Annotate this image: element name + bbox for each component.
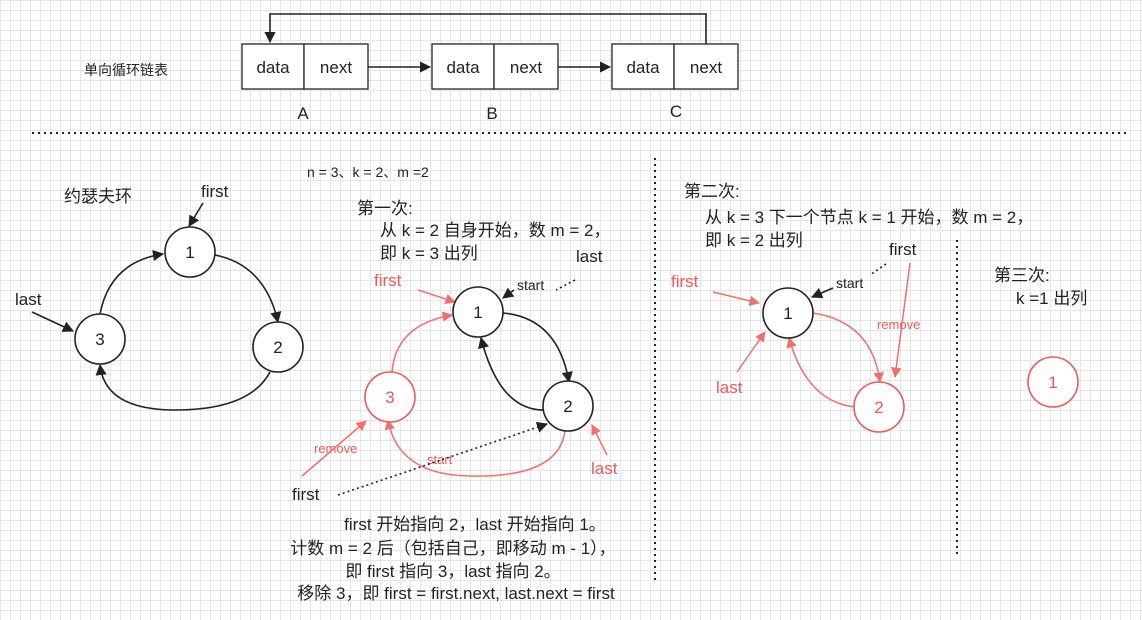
linked-list-title: 单向循环链表 bbox=[84, 62, 168, 78]
step1-red-edge-3-1 bbox=[391, 311, 454, 374]
step1-note-line4: 移除 3，即 first = first.next, last.next = f… bbox=[297, 584, 615, 603]
step1-node-3-removed bbox=[364, 371, 416, 423]
step2-node-1-label: 1 bbox=[783, 304, 792, 323]
step2-first-red-arrow-down bbox=[891, 262, 911, 379]
step1-last-red-label: last bbox=[591, 459, 618, 478]
node-a-next: next bbox=[320, 58, 352, 77]
step1-first-red-label: first bbox=[374, 271, 402, 290]
step1-first-bottom-label: first bbox=[292, 485, 320, 504]
step1-start-top-label: start bbox=[517, 277, 544, 293]
josephus-last-label: last bbox=[15, 290, 42, 309]
step1-note-line3: 即 first 指向 3，last 指向 2。 bbox=[345, 562, 560, 581]
step2-title: 第二次: bbox=[684, 182, 740, 201]
step3-line1: k =1 出列 bbox=[1016, 289, 1087, 308]
step1-line1: 从 k = 2 自身开始，数 m = 2， bbox=[380, 221, 611, 240]
step2-first-red-arrow bbox=[712, 291, 761, 306]
step1-remove-label: remove bbox=[314, 441, 357, 456]
step2-node-1 bbox=[762, 287, 814, 339]
step1-title: 第一次: bbox=[357, 199, 413, 218]
step1-node-2 bbox=[542, 380, 594, 432]
node-c-next: next bbox=[690, 58, 722, 77]
step2-node-2-removed bbox=[853, 381, 905, 433]
step1-note-line1: first 开始指向 2，last 开始指向 1。 bbox=[344, 515, 606, 534]
josephus-edge-1-2 bbox=[214, 254, 282, 324]
arrow-c-to-a bbox=[264, 13, 707, 44]
node-c-label: C bbox=[670, 102, 682, 121]
list-node-c: data next C bbox=[611, 43, 739, 121]
step1-start-bottom-label: start bbox=[427, 452, 453, 467]
step2-line2: 即 k = 2 出列 bbox=[705, 231, 803, 250]
step1-last-dotted bbox=[555, 279, 576, 291]
josephus-edge-3-1 bbox=[99, 249, 165, 315]
step2-first-top-label: first bbox=[889, 240, 917, 259]
step1-first-red-arrow bbox=[417, 289, 456, 305]
list-node-a: data next A bbox=[241, 43, 369, 123]
josephus-node-1 bbox=[164, 226, 216, 278]
josephus-title: 约瑟夫环 bbox=[64, 187, 132, 206]
step1-remove-arrow bbox=[301, 420, 367, 477]
step2-last-red-label: last bbox=[716, 378, 743, 397]
node-a-data: data bbox=[256, 58, 290, 77]
josephus-last-arrow bbox=[31, 311, 75, 332]
step1-node-1-label: 1 bbox=[473, 303, 482, 322]
step2-start-arrow bbox=[810, 287, 834, 299]
step1-first-dotted-arrow bbox=[337, 421, 549, 496]
list-node-b: data next B bbox=[431, 43, 559, 123]
step3-node-1-label: 1 bbox=[1048, 373, 1057, 392]
step2-node-2-label: 2 bbox=[874, 398, 883, 417]
step1-note-line2: 计数 m = 2 后（包括自己，即移动 m - 1）， bbox=[290, 539, 615, 558]
node-a-label: A bbox=[297, 104, 309, 123]
step2-remove-label: remove bbox=[877, 317, 920, 332]
step2-start-label: start bbox=[836, 275, 863, 291]
step1-edge-2-1 bbox=[478, 336, 547, 411]
step1-node-1 bbox=[452, 286, 504, 338]
step2-red-edge-2-1 bbox=[786, 336, 856, 408]
step2-last-red-arrow bbox=[736, 331, 766, 373]
step3-node-1-removed bbox=[1027, 356, 1079, 408]
step2-red-edge-1-2 bbox=[812, 312, 884, 384]
step1-last-red-arrow bbox=[591, 424, 608, 456]
params-text: n = 3、k = 2、m =2 bbox=[307, 164, 429, 180]
node-b-next: next bbox=[510, 58, 542, 77]
step2-line1: 从 k = 3 下一个节点 k = 1 开始，数 m = 2， bbox=[705, 208, 1033, 227]
josephus-node-1-label: 1 bbox=[185, 243, 194, 262]
step1-red-edge-2-3 bbox=[384, 418, 566, 477]
step1-node-2-label: 2 bbox=[563, 397, 572, 416]
josephus-node-3 bbox=[74, 313, 126, 365]
node-c-data: data bbox=[626, 58, 660, 77]
josephus-node-2-label: 2 bbox=[273, 338, 282, 357]
josephus-node-3-label: 3 bbox=[95, 330, 104, 349]
josephus-node-2 bbox=[252, 321, 304, 373]
step1-last-top-label: last bbox=[576, 247, 603, 266]
josephus-first-arrow bbox=[188, 202, 204, 227]
step3-title: 第三次: bbox=[994, 266, 1050, 285]
josephus-edge-2-3 bbox=[95, 363, 271, 411]
josephus-first-label: first bbox=[201, 182, 229, 201]
node-b-label: B bbox=[486, 104, 497, 123]
step2-first-dotted bbox=[869, 263, 887, 276]
step2-first-red-label: first bbox=[671, 272, 699, 291]
step1-start-top-arrow bbox=[502, 287, 515, 299]
step1-node-3-label: 3 bbox=[385, 388, 394, 407]
step1-line2: 即 k = 3 出列 bbox=[380, 244, 478, 263]
node-b-data: data bbox=[446, 58, 480, 77]
step1-edge-1-2 bbox=[502, 312, 573, 384]
